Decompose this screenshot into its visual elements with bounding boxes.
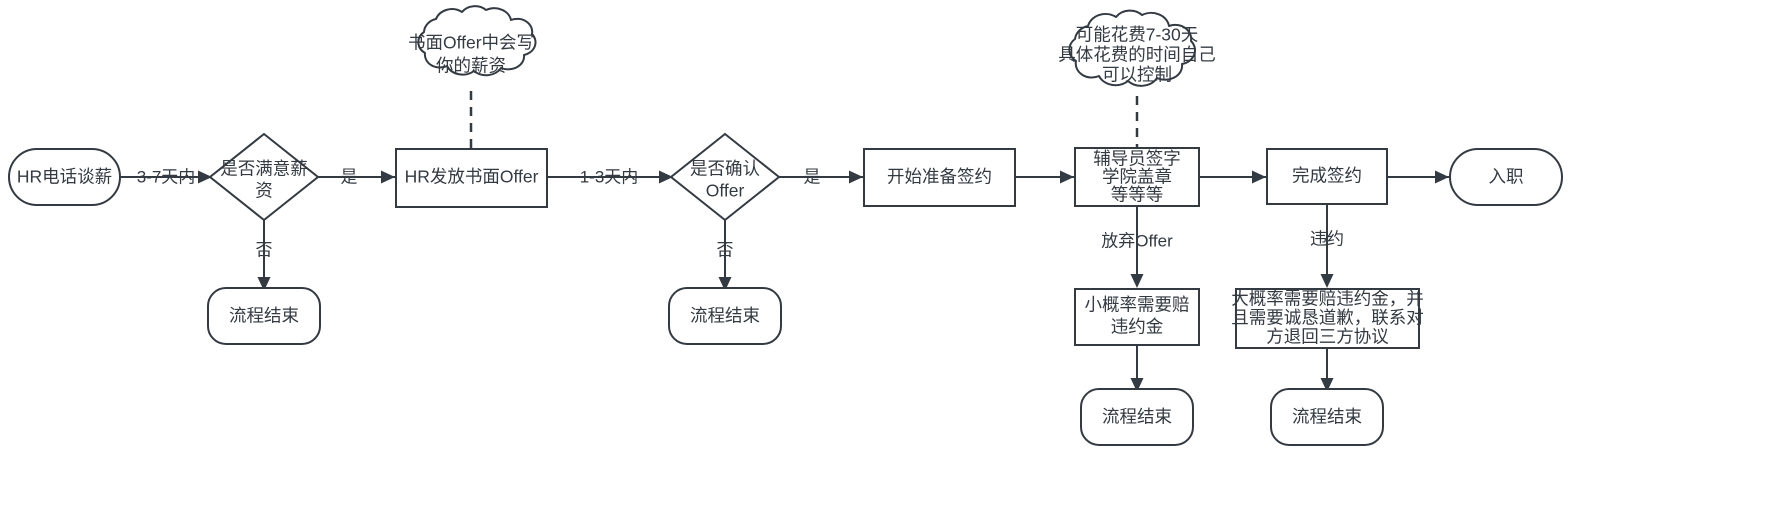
node-sign-line1: 辅导员签字 (1093, 149, 1181, 169)
node-sign-line3: 等等等 (1111, 185, 1164, 205)
node-done-label: 完成签约 (1292, 166, 1362, 186)
node-decision-confirm-offer[interactable]: 是否确认 Offer (669, 132, 781, 222)
node-end3-label: 流程结束 (1102, 407, 1172, 427)
node-end-2[interactable]: 流程结束 (668, 287, 782, 345)
edge-bigpay-to-end4 (1320, 348, 1334, 392)
edge-decision2-to-prep (779, 170, 863, 184)
edge-decision1-to-end1 (257, 218, 271, 291)
node-contract-completed[interactable]: 完成签约 (1266, 148, 1388, 205)
edge-decision1-to-offer (318, 170, 395, 184)
node-cloud2-line2: 具体花费的时间自己 (1058, 45, 1216, 65)
node-cloud-note-sign-duration: 可能花费7-30天 具体花费的时间自己 可以控制 (1058, 9, 1216, 87)
edge-smallpay-to-end3 (1130, 345, 1144, 392)
edge-prep-to-sign (1014, 170, 1074, 184)
node-decision-salary-satisfied[interactable]: 是否满意薪 资 (208, 132, 320, 222)
node-bigpay-line2: 且需要诚恳道歉，联系对 (1231, 308, 1424, 328)
edge-label-decision2-no: 否 (717, 240, 734, 259)
edge-label-decision1-no: 否 (256, 240, 273, 259)
node-end2-label: 流程结束 (690, 306, 760, 326)
node-end-4[interactable]: 流程结束 (1270, 388, 1384, 446)
node-decision2-line2: Offer (706, 181, 745, 201)
node-cloud-note-offer-salary: 书面Offer中会写 你的薪资 (408, 5, 537, 77)
edge-sign-to-smallpay (1130, 206, 1144, 288)
node-smallpay-line1: 小概率需要赔 (1085, 295, 1190, 315)
node-end4-label: 流程结束 (1292, 407, 1362, 427)
node-end-1[interactable]: 流程结束 (207, 287, 321, 345)
node-small-penalty[interactable]: 小概率需要赔 违约金 (1074, 288, 1200, 346)
node-offer-label: HR发放书面Offer (405, 167, 539, 187)
edge-offer-to-decision2 (547, 170, 673, 184)
node-counselor-sign-seal[interactable]: 辅导员签字 学院盖章 等等等 (1074, 147, 1200, 207)
edge-done-to-bigpay (1320, 203, 1334, 288)
node-end-3[interactable]: 流程结束 (1080, 388, 1194, 446)
edge-done-to-onboard (1387, 170, 1449, 184)
node-start-hr-call[interactable]: HR电话谈薪 (8, 148, 121, 206)
node-cloud1-line1: 书面Offer中会写 (408, 33, 534, 53)
node-bigpay-line1: 大概率需要赔违约金，并 (1231, 289, 1424, 309)
edge-label-done-breach: 违约 (1310, 229, 1344, 248)
edge-decision2-to-end2 (718, 218, 732, 291)
node-large-penalty[interactable]: 大概率需要赔违约金，并 且需要诚恳道歉，联系对 方退回三方协议 (1231, 288, 1424, 349)
node-decision1-line2: 资 (255, 181, 273, 201)
edge-label-decision1-yes: 是 (341, 167, 358, 186)
node-sign-line2: 学院盖章 (1102, 167, 1172, 187)
node-prep-label: 开始准备签约 (887, 167, 992, 187)
node-hr-issue-offer[interactable]: HR发放书面Offer (395, 148, 548, 208)
node-cloud2-line3: 可以控制 (1102, 65, 1172, 85)
node-start-contract-prep[interactable]: 开始准备签约 (863, 148, 1016, 207)
node-smallpay-line2: 违约金 (1111, 317, 1164, 337)
edge-sign-to-done (1199, 170, 1266, 184)
edge-start-to-decision1 (120, 170, 212, 184)
node-start-label: HR电话谈薪 (17, 167, 112, 187)
node-bigpay-line3: 方退回三方协议 (1266, 327, 1389, 347)
node-onboarding[interactable]: 入职 (1449, 148, 1563, 206)
node-end1-label: 流程结束 (229, 306, 299, 326)
node-decision1-line1: 是否满意薪 (220, 159, 308, 179)
edge-label-offer-decision2: 1-3天内 (580, 167, 639, 186)
node-onboard-label: 入职 (1489, 167, 1524, 187)
node-cloud1-line2: 你的薪资 (436, 56, 506, 76)
edge-label-decision2-yes: 是 (804, 167, 821, 186)
edge-label-start-decision1: 3-7天内 (137, 167, 196, 186)
node-cloud2-line1: 可能花费7-30天 (1076, 25, 1199, 45)
edge-label-sign-give-up: 放弃Offer (1101, 231, 1173, 250)
node-decision2-line1: 是否确认 (690, 159, 760, 179)
